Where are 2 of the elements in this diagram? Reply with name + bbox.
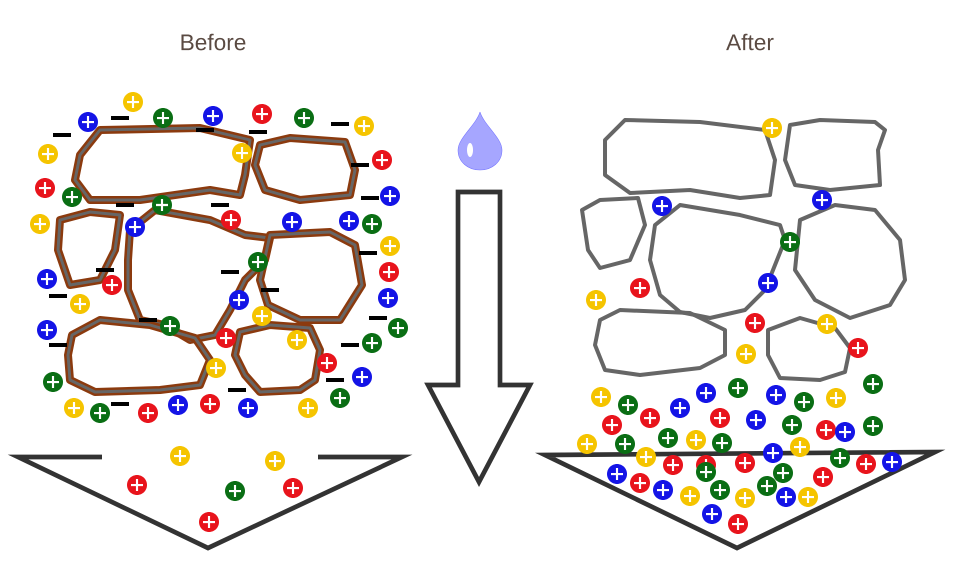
panel-title: Before (181, 34, 246, 50)
panel-title: After (726, 34, 774, 50)
